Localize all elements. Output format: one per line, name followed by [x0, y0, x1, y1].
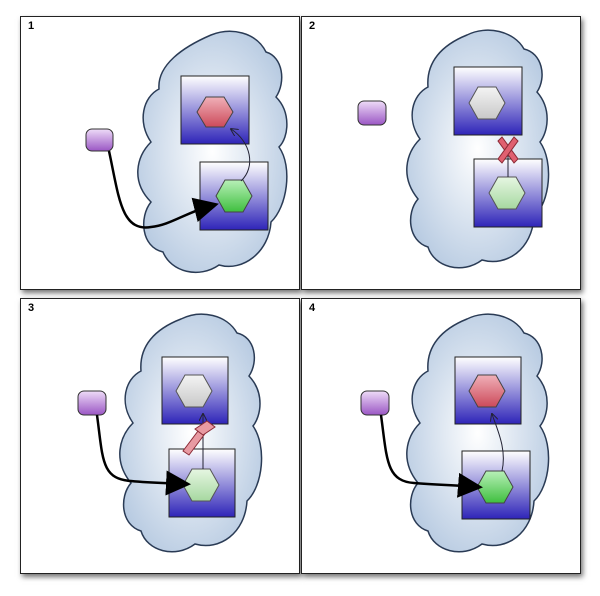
block-x-marker [497, 136, 519, 164]
red-hexagon [468, 374, 506, 408]
panel-1: 1 [20, 16, 300, 290]
panel-number: 4 [309, 302, 316, 314]
panel-number: 2 [309, 20, 316, 32]
panel-number: 3 [28, 302, 35, 314]
panel-4: 4 [301, 298, 581, 574]
ligand-capsule [357, 100, 387, 126]
panel-2: 2 [301, 16, 581, 290]
panel-3: 3 [20, 298, 300, 574]
panel-2-diagram [357, 29, 550, 269]
inhibitor-marker [182, 420, 216, 456]
panel-4-diagram [360, 313, 550, 553]
panel-3-diagram [77, 313, 263, 553]
ligand-capsule [77, 390, 107, 416]
gray-hexagon [175, 374, 213, 408]
pale-green-hexagon [182, 468, 220, 502]
green-hexagon [215, 179, 253, 213]
green-hexagon [476, 470, 514, 504]
cloud [137, 30, 288, 274]
binding-arrow [95, 414, 191, 496]
gray-hexagon [468, 86, 506, 120]
signal-arrow [492, 414, 504, 472]
pale-green-hexagon [488, 176, 526, 210]
ligand-capsule [85, 128, 114, 152]
red-hexagon [196, 96, 234, 128]
ligand-capsule [360, 390, 390, 416]
panel-1-diagram [85, 30, 288, 274]
binding-arrow [107, 150, 219, 229]
cloud [406, 29, 550, 269]
panel-number: 1 [28, 20, 35, 32]
binding-arrow [379, 414, 483, 498]
signal-arrow [231, 129, 251, 182]
